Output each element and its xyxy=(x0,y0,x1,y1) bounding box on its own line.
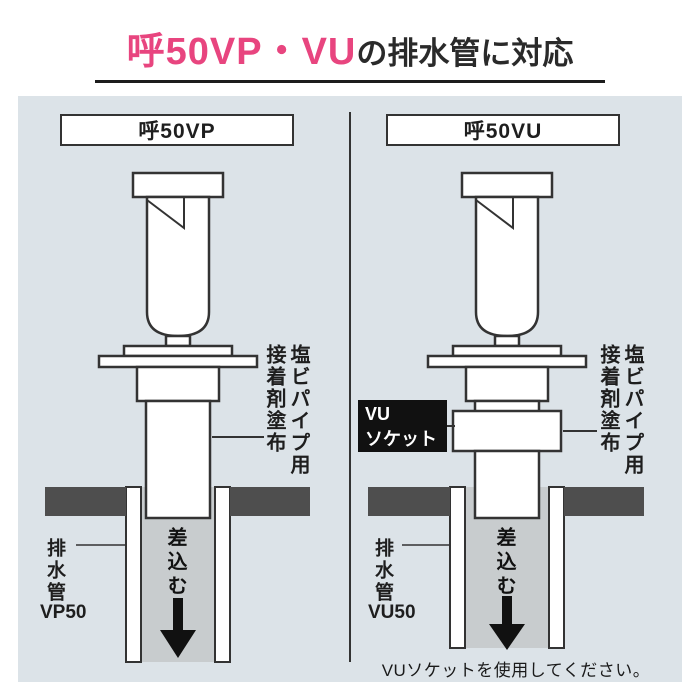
vu-socket-footnote: VUソケットを使用してください。 xyxy=(381,661,651,680)
right-adhesive-note: 塩ビパイプ用 接着剤塗布 xyxy=(597,344,643,476)
left-adhesive-note: 塩ビパイプ用 接着剤塗布 xyxy=(263,344,309,476)
diagram-panel xyxy=(18,96,682,682)
title-highlight: 呼50VP・VU xyxy=(126,31,357,73)
right-column-header: 呼50VU xyxy=(386,114,620,146)
right-drain-pipe-code: VU50 xyxy=(368,602,416,623)
title-underline xyxy=(95,80,605,83)
right-insert-label: 差込む xyxy=(493,527,515,599)
title-rest: の排水管に対応 xyxy=(356,36,574,71)
right-drain-pipe-label: 排水管 xyxy=(372,538,393,604)
left-insert-label: 差込む xyxy=(164,527,186,599)
left-drain-pipe-label: 排水管 xyxy=(44,538,65,604)
page-title: 呼50VP・VUの排水管に対応 xyxy=(0,20,700,75)
left-drain-pipe-code: VP50 xyxy=(40,602,87,623)
left-column-header: 呼50VP xyxy=(60,114,294,146)
vu-socket-tag: VU ソケット xyxy=(358,400,447,452)
